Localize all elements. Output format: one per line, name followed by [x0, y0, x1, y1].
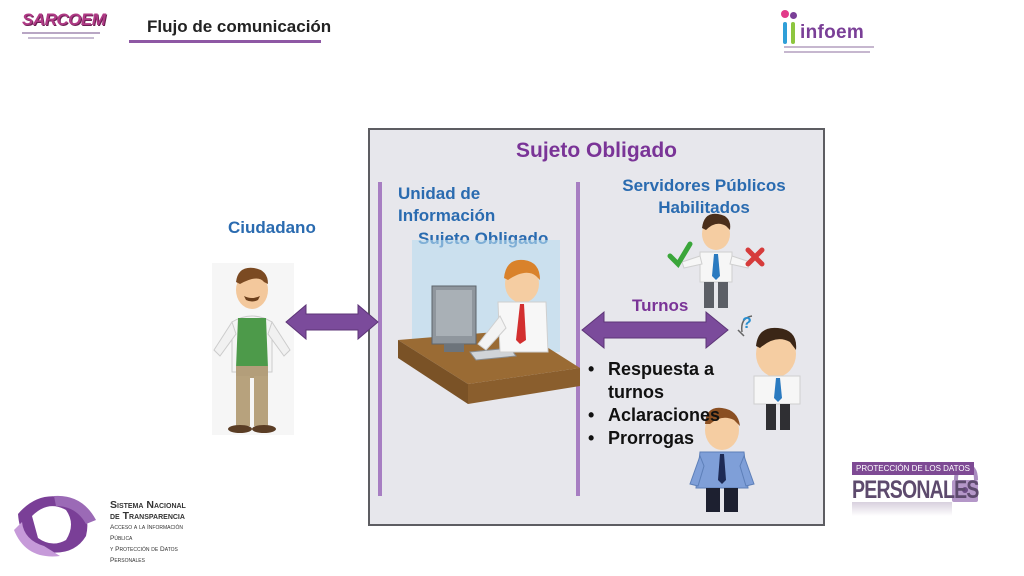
bullet-symbol: •	[588, 405, 595, 425]
datos-header: PROTECCIÓN DE LOS DATOS	[852, 462, 974, 475]
sistema-nacional-logo-mark	[14, 495, 96, 557]
turnos-label: Turnos	[632, 296, 689, 315]
svg-text:?: ?	[742, 315, 752, 332]
unidad-informacion-label: Unidad de Información	[398, 183, 495, 227]
servidor-figure-choice	[667, 213, 765, 308]
citizen-figure	[212, 263, 294, 435]
servidor-figure-blue-shirt	[689, 407, 755, 512]
citizen-unit-arrow	[285, 303, 379, 341]
office-worker-illustration	[398, 240, 580, 404]
servidor-figure-confused: ?	[737, 315, 801, 430]
sarcoem-logo-subline-2	[28, 37, 94, 39]
proteccion-datos-logo: PROTECCIÓN DE LOS DATOS PERSONALES	[852, 462, 979, 518]
list-item: • Respuesta a turnos	[588, 358, 720, 404]
panel-title: Sujeto Obligado	[516, 139, 677, 162]
sarcoem-logo-text: SARCOEM	[22, 10, 106, 29]
sn-line1: Sistema Nacional	[110, 499, 186, 511]
sistema-nacional-text: Sistema Nacional de Transparencia Acceso…	[110, 500, 202, 566]
sarcoem-logo: SARCOEM	[22, 10, 106, 44]
list-item: • Prorrogas	[588, 427, 720, 450]
unit-label-line1: Unidad de	[398, 184, 481, 203]
bullet-text: Respuesta a	[608, 359, 715, 379]
sn-line4: y Protección de Datos Personales	[110, 546, 178, 564]
infoem-logo-subline	[784, 46, 874, 48]
actions-list: • Respuesta a turnos • Aclaraciones • Pr…	[588, 358, 720, 450]
servers-label-line2: Habilitados	[658, 198, 750, 217]
turnos-arrow	[581, 310, 729, 350]
ciudadano-label: Ciudadano	[228, 218, 316, 237]
list-item: • Aclaraciones	[588, 404, 720, 427]
bullet-text: Aclaraciones	[608, 405, 721, 425]
infoem-logo: infoem	[778, 10, 878, 56]
sn-line2: de Transparencia	[110, 510, 185, 522]
infoem-logo-subline-2	[784, 51, 870, 53]
unit-label-line2: Información	[398, 206, 496, 225]
sistema-nacional-transparencia-logo: Sistema Nacional de Transparencia Acceso…	[12, 486, 202, 565]
slide-title: Flujo de comunicación	[147, 17, 332, 36]
infoem-logo-text: infoem	[800, 22, 865, 43]
divider-right	[576, 182, 580, 496]
bullet-text: Prorrogas	[608, 428, 695, 448]
bullet-text-cont: turnos	[608, 382, 664, 402]
servidores-publicos-label: Servidores Públicos Habilitados	[606, 175, 802, 219]
sn-line3: Acceso a la Información Pública	[110, 524, 183, 542]
datos-reflection	[852, 502, 952, 516]
title-underline	[129, 40, 321, 43]
divider-left	[378, 182, 382, 496]
bullet-symbol: •	[588, 359, 595, 379]
servers-label-line1: Servidores Públicos	[622, 176, 786, 195]
bullet-symbol: •	[588, 428, 595, 448]
datos-big: PERSONALES	[852, 476, 979, 504]
sarcoem-logo-subline	[22, 32, 100, 34]
